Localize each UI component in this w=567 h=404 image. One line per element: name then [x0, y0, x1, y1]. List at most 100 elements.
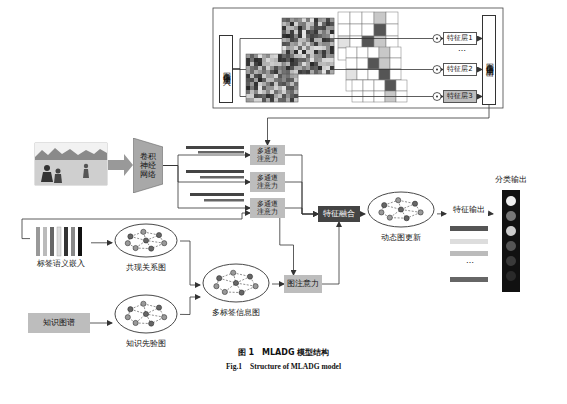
graph-edge: [401, 210, 421, 213]
texture-cell: [270, 62, 274, 66]
graph-vertex: [141, 229, 146, 234]
texture-cell: [314, 38, 318, 42]
graph-outline: [115, 295, 177, 333]
texture-cell: [306, 54, 310, 58]
texture-cell: [322, 42, 326, 46]
texture-cell: [258, 62, 262, 66]
node-label: 特征融合: [323, 210, 355, 219]
texture-cell: [326, 50, 330, 54]
texture-cell: [282, 78, 286, 82]
texture-cell: [298, 54, 302, 58]
texture-cell: [286, 74, 290, 78]
texture-cell: [326, 18, 330, 22]
texture-cell: [250, 94, 254, 98]
texture-cell: [302, 46, 306, 50]
grid-cell: [390, 69, 401, 80]
photo-trees: [35, 148, 107, 160]
texture-cell: [270, 98, 274, 102]
texture-cell: [258, 58, 262, 62]
texture-cell: [326, 38, 330, 42]
texture-cell: [258, 70, 262, 74]
texture-cell: [278, 66, 282, 70]
connector-arrow: [180, 297, 200, 315]
graph-vertex: [253, 284, 258, 289]
feature-bar: [190, 193, 244, 196]
texture-cell: [290, 42, 294, 46]
feature-bar: [200, 176, 244, 179]
texture-cell: [254, 74, 258, 78]
grid-cell: [346, 58, 357, 69]
texture-cell: [290, 94, 294, 98]
texture-cell: [314, 22, 318, 26]
texture-cell: [254, 54, 258, 58]
texture-cell: [330, 38, 334, 42]
texture-cell: [250, 66, 254, 70]
texture-cell: [250, 78, 254, 82]
texture-cell: [246, 66, 250, 70]
texture-cell: [286, 30, 290, 34]
texture-cell: [270, 94, 274, 98]
texture-cell: [306, 26, 310, 30]
texture-cell: [318, 46, 322, 50]
texture-cell: [294, 50, 298, 54]
texture-cell: [278, 94, 282, 98]
texture-cell: [254, 90, 258, 94]
texture-cell: [278, 82, 282, 86]
texture-cell: [322, 66, 326, 70]
texture-cell: [278, 78, 282, 82]
texture-cell: [298, 22, 302, 26]
grid-cell: [390, 47, 401, 58]
texture-cell: [274, 86, 278, 90]
texture-cell: [250, 90, 254, 94]
dot-product-symbol: [433, 66, 441, 74]
process-box: 特征输出: [446, 205, 492, 285]
texture-cell: [330, 22, 334, 26]
texture-cell: [262, 94, 266, 98]
texture-cell: [286, 98, 290, 102]
texture-cell: [282, 18, 286, 22]
node-label: 特征层2: [447, 66, 472, 74]
grid-cell: [385, 80, 396, 91]
class-dot: [506, 271, 516, 281]
texture-cell: [294, 90, 298, 94]
graph-vertex: [156, 305, 161, 310]
embedding-bar: [50, 227, 54, 256]
texture-cell: [310, 66, 314, 70]
texture-cell: [294, 26, 298, 30]
texture-cell: [294, 94, 298, 98]
graph-vertex: [143, 311, 148, 316]
texture-cell: [258, 74, 262, 78]
vertical-box: 图像信息输出: [482, 15, 496, 105]
grid-cell: [357, 47, 368, 58]
graph-vertex: [128, 234, 133, 239]
texture-cell: [298, 42, 302, 46]
texture-cell: [270, 78, 274, 82]
output-bar: [450, 277, 488, 282]
output-bar: [450, 251, 488, 256]
grid-cell: [362, 36, 374, 48]
texture-cell: [262, 78, 266, 82]
texture-cell: [278, 70, 282, 74]
texture-cell: [282, 54, 286, 58]
node-label: 分类输出: [495, 176, 527, 184]
graph-vertex: [233, 280, 238, 285]
connector-arrow: [322, 222, 339, 284]
texture-cell: [330, 34, 334, 38]
texture-cell: [294, 86, 298, 90]
texture-cell: [322, 38, 326, 42]
texture-cell: [298, 66, 302, 70]
texture-cell: [294, 46, 298, 50]
grid-cell: [374, 24, 386, 36]
texture-cell: [258, 90, 262, 94]
dot-product-symbol: [433, 35, 441, 43]
texture-cell: [274, 58, 278, 62]
grid-cell: [350, 24, 362, 36]
graph-vertex: [247, 274, 252, 279]
graph-vertex: [141, 301, 146, 306]
class-dot: [506, 256, 516, 266]
node-label: 多通道注意力: [257, 200, 279, 216]
texture-cell: [298, 30, 302, 34]
graph-vertex: [133, 320, 138, 325]
graph-vertex: [217, 276, 222, 281]
texture-cell: [274, 66, 278, 70]
